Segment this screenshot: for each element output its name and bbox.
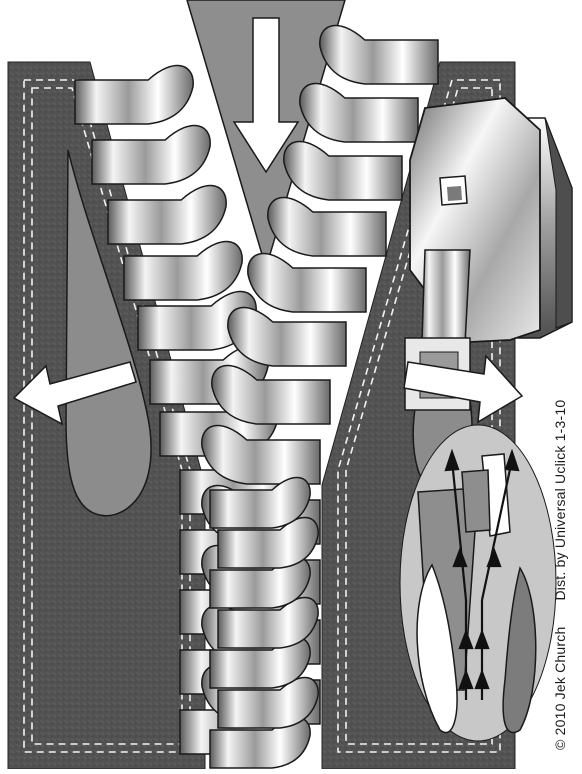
tooth-right-4: [268, 198, 386, 256]
tooth-right-1: [320, 26, 438, 84]
tooth-right-5: [248, 254, 366, 312]
tooth-right-3: [284, 142, 402, 200]
magnified-inset: [400, 425, 556, 741]
tooth-right-2: [300, 84, 418, 142]
tooth-right-6: [228, 308, 346, 366]
tooth-right-7: [212, 366, 330, 424]
tooth-left-4: [124, 242, 242, 300]
copyright-text: © 2010 Jek Church: [552, 627, 568, 750]
credit-line: © 2010 Jek Church Dist. by Universal Ucli…: [552, 400, 568, 750]
distribution-text: Dist. by Universal Uclick 1-3-10: [552, 400, 568, 601]
